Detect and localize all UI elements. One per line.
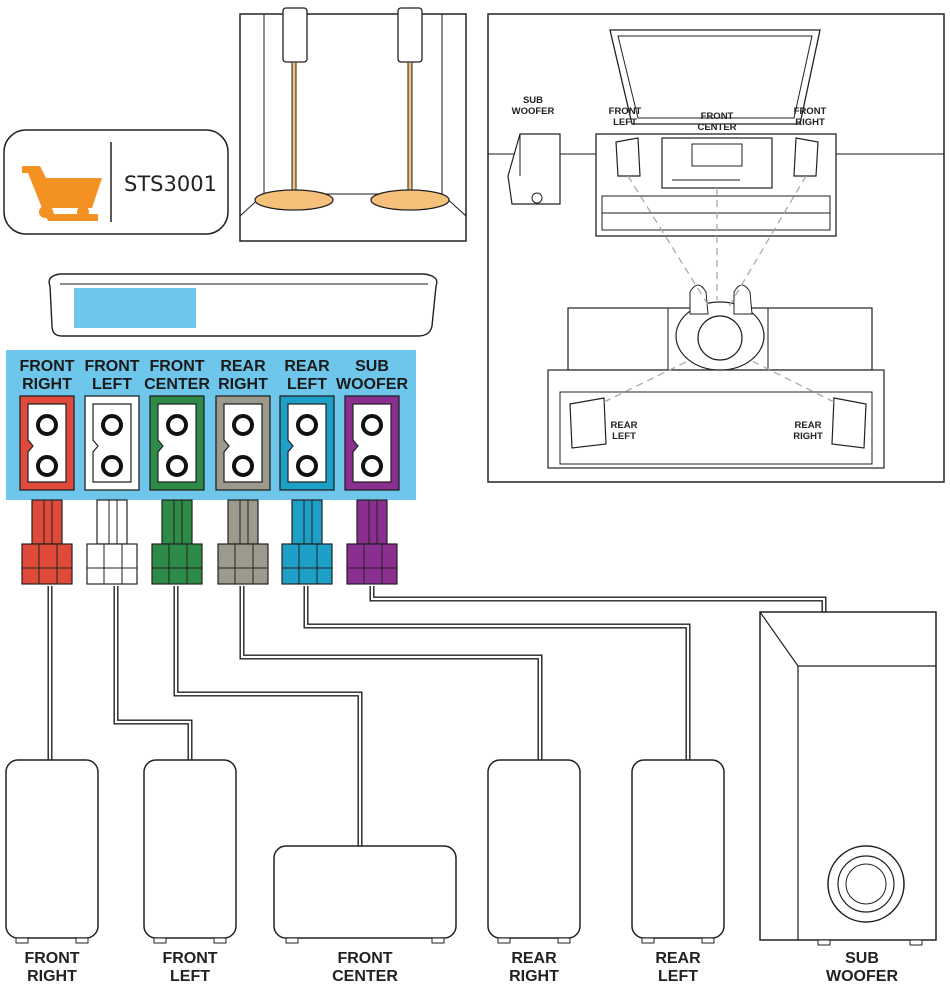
- connector-label-front-center-line2: CENTER: [144, 376, 210, 393]
- plug-front-left[interactable]: [86, 499, 138, 585]
- terminal-front-right[interactable]: [19, 395, 75, 491]
- speaker-rear-left: [631, 759, 725, 944]
- connector-label-rear-left-line2: LEFT: [287, 376, 327, 393]
- terminal-front-left[interactable]: [84, 395, 140, 491]
- speaker-cables: [47, 586, 827, 848]
- plug-sub-woofer[interactable]: [346, 499, 398, 585]
- speaker-label-front-right-line2: RIGHT: [27, 968, 77, 985]
- main-unit: [48, 273, 438, 337]
- room-layout-panel: SUB WOOFER FRONT LEFT FRONT CENTER FRONT…: [487, 13, 945, 483]
- room-front-left-speaker: [615, 137, 641, 177]
- connector-label-front-left-line2: LEFT: [92, 376, 132, 393]
- speaker-labels: FRONTRIGHTFRONTLEFTFRONTCENTERREARRIGHTR…: [24, 950, 898, 985]
- sound-direction-lines: [603, 175, 835, 403]
- shopping-cart-icon: [22, 166, 102, 221]
- room-label-fr-line1: FRONT: [794, 106, 827, 117]
- speaker-label-rear-left-line2: LEFT: [658, 968, 698, 985]
- room-label-fl-line2: LEFT: [613, 117, 637, 128]
- speaker-front-center: [273, 845, 457, 944]
- plug-rear-left[interactable]: [281, 499, 333, 585]
- speaker-rear-right: [487, 759, 581, 944]
- room-rear-right-speaker: [831, 397, 867, 449]
- center-unit: [661, 137, 773, 189]
- speaker-label-rear-right-line1: REAR: [511, 950, 557, 967]
- connector-label-rear-right-line2: RIGHT: [218, 376, 268, 393]
- model-number: STS3001: [124, 172, 217, 196]
- speaker-label-sub-woofer-line1: SUB: [845, 950, 879, 967]
- plug-rear-right[interactable]: [217, 499, 269, 585]
- connector-label-front-right-line2: RIGHT: [22, 376, 72, 393]
- connector-label-sub-woofer-line1: SUB: [355, 358, 389, 375]
- plug-front-right[interactable]: [21, 499, 73, 585]
- terminal-rear-left[interactable]: [279, 395, 335, 491]
- floor-stand-panel: [239, 7, 467, 242]
- connector-label-sub-woofer-line2: WOOFER: [336, 376, 408, 393]
- room-label-fc-line1: FRONT: [701, 111, 734, 122]
- speaker-label-front-right-line1: FRONT: [24, 950, 79, 967]
- terminal-front-center[interactable]: [149, 395, 205, 491]
- connector-label-front-left-line1: FRONT: [84, 358, 139, 375]
- room-label-rr-line2: RIGHT: [793, 431, 823, 442]
- speaker-label-front-left-line2: LEFT: [170, 968, 210, 985]
- room-label-fc-line2: CENTER: [697, 122, 736, 133]
- room-label-sub-line1: SUB: [523, 95, 543, 106]
- speaker-label-front-center-line1: FRONT: [337, 950, 392, 967]
- speaker-label-front-center-line2: CENTER: [332, 968, 398, 985]
- terminal-sub-woofer[interactable]: [344, 395, 400, 491]
- stand-speaker-left: [254, 7, 334, 211]
- speaker-label-rear-left-line1: REAR: [655, 950, 701, 967]
- room-front-right-speaker: [793, 137, 819, 177]
- speaker-front-left: [143, 759, 237, 944]
- speaker-label-sub-woofer-line2: WOOFER: [826, 968, 898, 985]
- model-badge: STS3001: [3, 129, 229, 235]
- speaker-front-right: [5, 759, 99, 944]
- room-rear-left-speaker: [569, 397, 607, 449]
- connector-label-front-right-line1: FRONT: [19, 358, 74, 375]
- cable-plugs: [21, 499, 398, 585]
- room-label-fl-line1: FRONT: [609, 106, 642, 117]
- room-label-sub-line2: WOOFER: [512, 106, 555, 117]
- tv-icon: [609, 29, 821, 125]
- room-label-rl-line2: LEFT: [612, 431, 636, 442]
- room-label-fr-line2: RIGHT: [795, 117, 825, 128]
- display-panel: [74, 288, 196, 328]
- speaker-terminals: [19, 395, 400, 491]
- listener-icon: [675, 284, 765, 371]
- stand-speaker-right: [370, 7, 450, 211]
- room-label-rr-line1: REAR: [795, 420, 822, 431]
- room-subwoofer: [507, 133, 561, 205]
- speaker-label-rear-right-line2: RIGHT: [509, 968, 559, 985]
- room-label-rl-line1: REAR: [611, 420, 638, 431]
- plug-front-center[interactable]: [151, 499, 203, 585]
- connector-label-rear-right-line1: REAR: [220, 358, 266, 375]
- terminal-rear-right[interactable]: [215, 395, 271, 491]
- connector-label-front-center-line1: FRONT: [149, 358, 204, 375]
- speaker-label-front-left-line1: FRONT: [162, 950, 217, 967]
- connector-label-rear-left-line1: REAR: [284, 358, 330, 375]
- connector-labels: FRONTRIGHTFRONTLEFTFRONTCENTERREARRIGHTR…: [19, 358, 408, 393]
- speaker-subwoofer: [759, 611, 937, 946]
